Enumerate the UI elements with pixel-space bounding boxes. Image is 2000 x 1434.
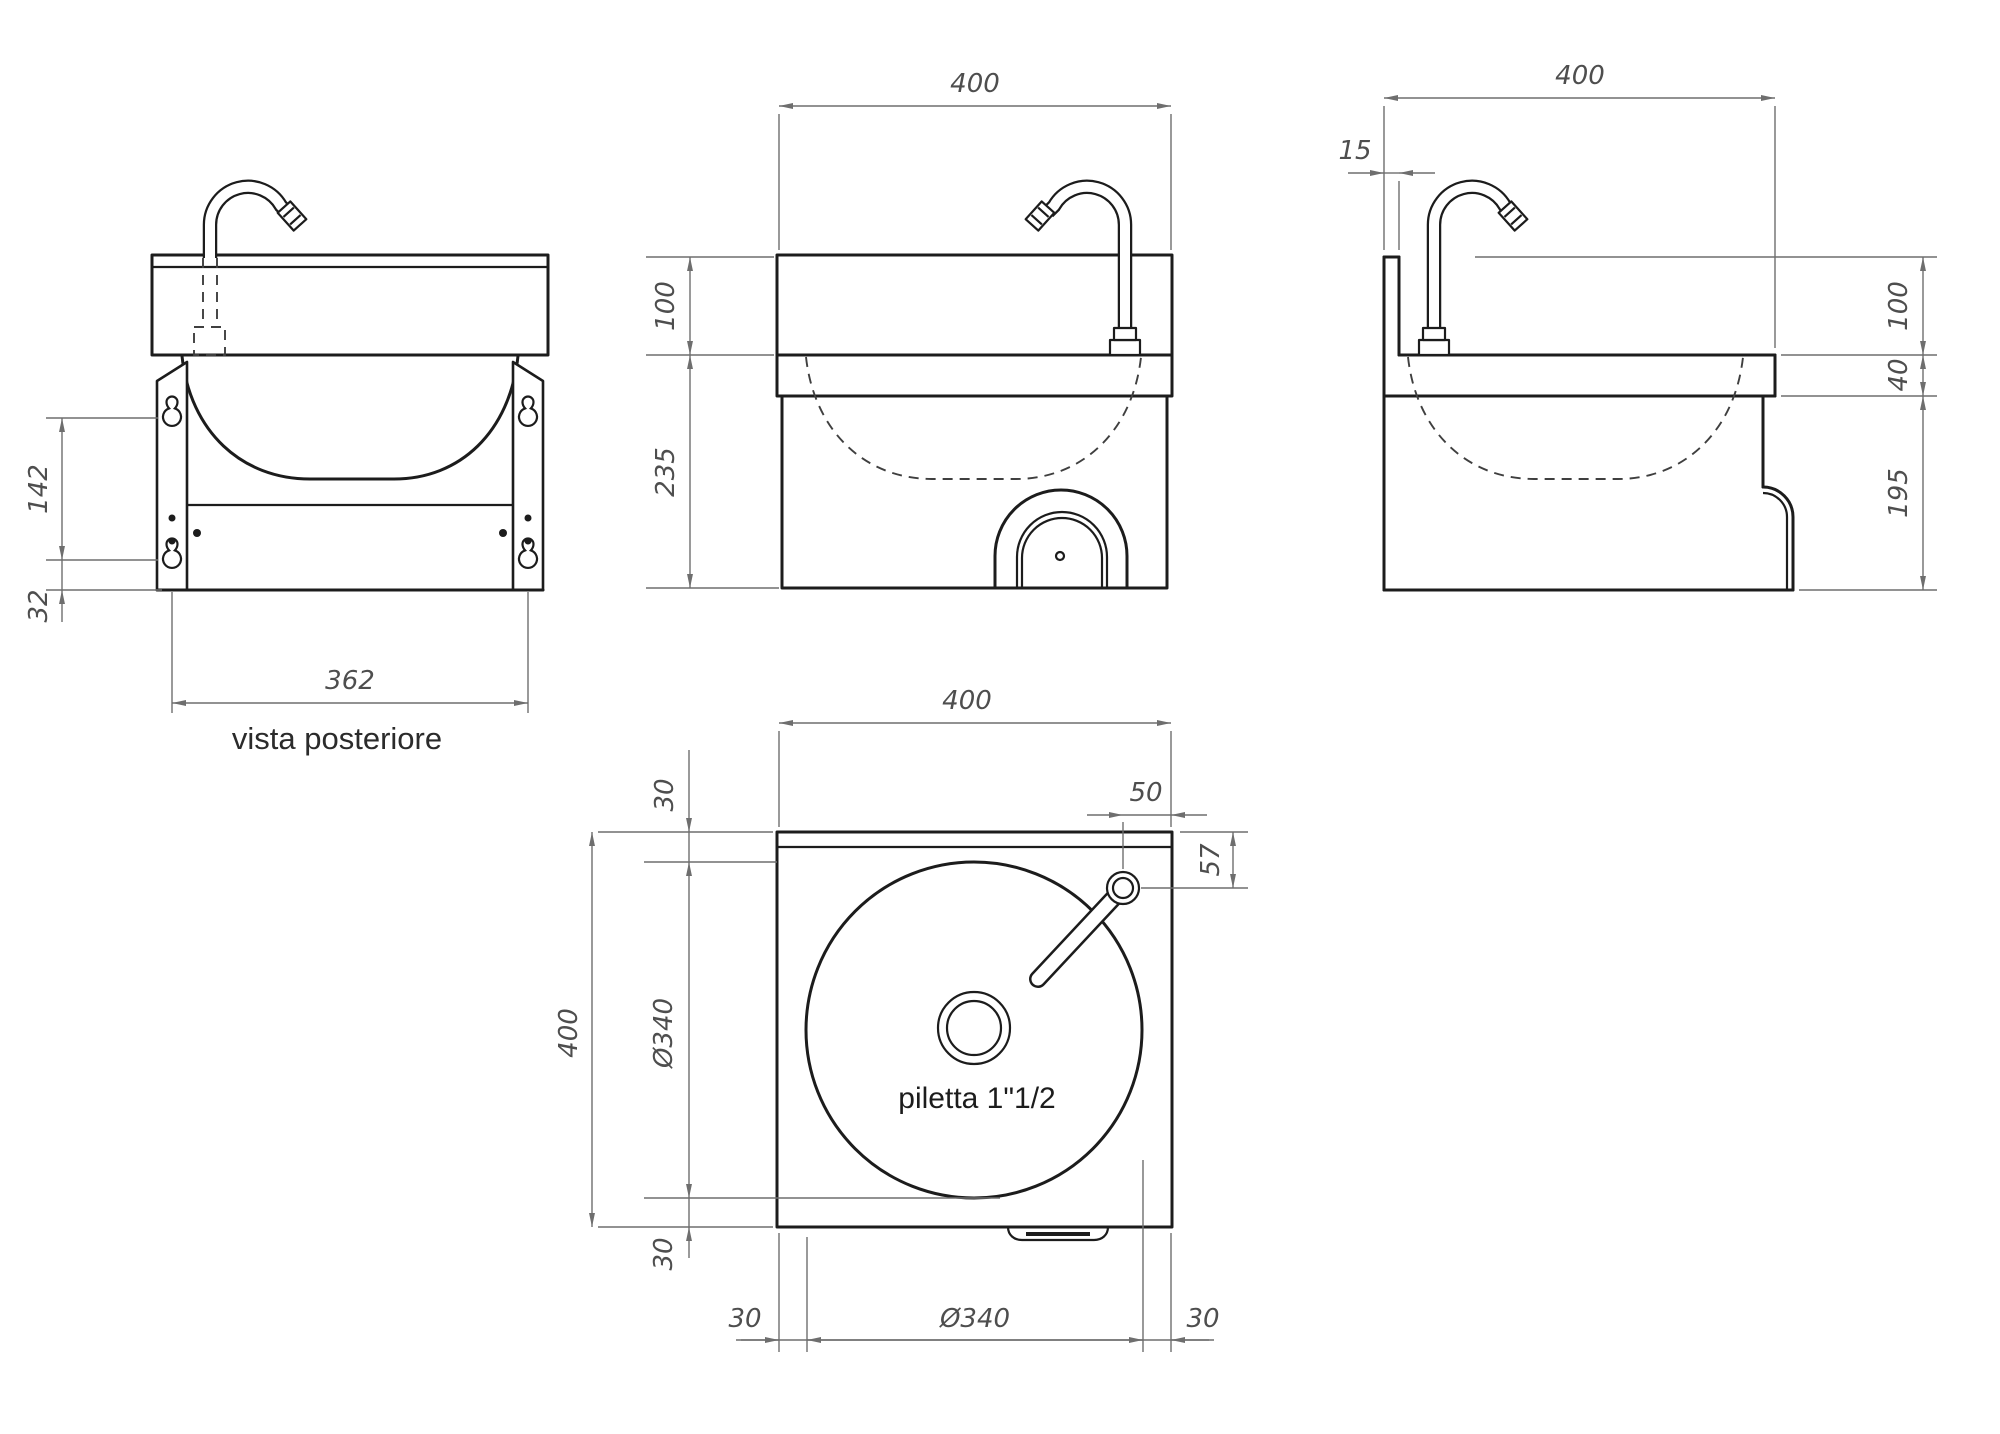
side-knee-lever — [1761, 485, 1795, 592]
keyhole-slot — [517, 537, 539, 569]
top-view-geometry: piletta 1"1/2 — [775, 830, 1174, 1242]
rear-faucet — [193, 179, 308, 356]
faucet-aerator — [1024, 200, 1056, 232]
dim-label-bowl-diameter-vertical: Ø340 — [649, 998, 679, 1069]
rear-view-dimensions: 142 32 362 — [24, 417, 529, 713]
front-deck-band — [775, 353, 1174, 398]
dim-label-side-depth: 400 — [1555, 61, 1605, 91]
rear-bowl-outline — [180, 354, 520, 481]
front-faucet — [1024, 179, 1142, 357]
dim-label-bowl-left-margin: 30 — [728, 1304, 761, 1334]
faucet-aerator — [276, 200, 308, 232]
knee-push-arch — [993, 488, 1129, 590]
dim-label-front-backsplash-height: 100 — [651, 281, 681, 331]
keyhole-slot — [161, 537, 183, 569]
dim-label-top-width: 400 — [942, 686, 992, 716]
top-body-outline — [775, 830, 1174, 1229]
dim-label-front-width: 400 — [950, 69, 1000, 99]
faucet-aerator — [1497, 200, 1529, 232]
front-body — [780, 394, 1169, 590]
dim-label-top-depth: 400 — [554, 1008, 584, 1058]
front-view: 400 100 235 — [646, 69, 1174, 590]
drain-note: piletta 1"1/2 — [898, 1082, 1055, 1115]
keyhole-slot — [517, 395, 539, 427]
dim-label-keyhole-spacing: 142 — [24, 464, 54, 514]
keyhole-slot — [161, 395, 183, 427]
dim-label-side-backsplash-height: 100 — [1884, 281, 1914, 331]
dim-label-side-body-height: 195 — [1884, 468, 1914, 518]
side-faucet — [1417, 179, 1529, 357]
top-view-dimensions: 400 50 57 30 400 Ø340 30 30 Ø340 30 — [554, 686, 1248, 1352]
dim-label-front-body-height: 235 — [651, 447, 681, 497]
dim-label-keyhole-to-bottom: 32 — [24, 589, 54, 622]
rear-backsplash — [150, 253, 550, 357]
rear-view: 142 32 362 vista posteriore — [24, 179, 550, 756]
front-hidden-bowl — [805, 356, 1142, 480]
dim-label-bowl-diameter-horizontal: Ø340 — [939, 1304, 1010, 1334]
side-view: 400 15 100 40 195 — [1338, 61, 1937, 592]
dim-label-tap-to-back: 57 — [1196, 843, 1226, 877]
side-view-dimensions: 400 15 100 40 195 — [1338, 61, 1937, 591]
front-view-dimensions: 400 100 235 — [646, 69, 1172, 589]
drain-outlet — [936, 990, 1012, 1066]
dim-label-bowl-right-margin: 30 — [1186, 1304, 1219, 1334]
dim-label-bowl-front-margin: 30 — [649, 1237, 679, 1270]
top-knee-lever — [1006, 1226, 1110, 1242]
dim-label-side-deck-thickness: 40 — [1884, 358, 1914, 391]
top-faucet-lever — [1029, 870, 1141, 988]
dim-label-bowl-back-margin: 30 — [650, 778, 680, 811]
dim-label-bracket-span: 362 — [325, 666, 375, 696]
dim-label-side-rear-lip: 15 — [1338, 136, 1371, 166]
rear-view-caption: vista posteriore — [232, 721, 442, 756]
side-hidden-bowl — [1407, 356, 1744, 480]
top-view: piletta 1"1/2 — [554, 686, 1248, 1352]
dim-label-tap-to-right: 50 — [1129, 778, 1162, 808]
front-view-geometry — [775, 179, 1174, 590]
rear-view-geometry — [150, 179, 550, 592]
side-view-geometry — [1382, 179, 1795, 592]
